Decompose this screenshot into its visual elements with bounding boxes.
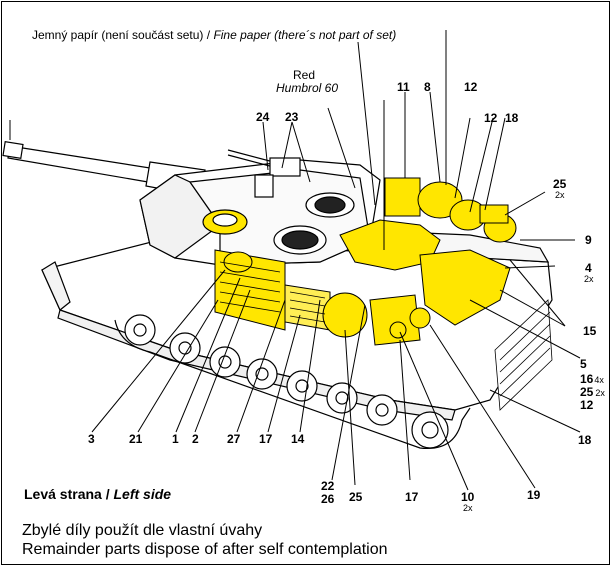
side-label: Levá strana / Left side: [24, 486, 171, 502]
callout-23: 23: [285, 110, 299, 124]
callout-4-qty: 2x: [584, 274, 594, 284]
callout-5: 5: [580, 357, 587, 371]
callout-9: 9: [585, 233, 592, 247]
callout-25-side-label: 25: [580, 385, 594, 399]
callout-17-left: 17: [259, 432, 273, 446]
callout-26: 26: [321, 492, 335, 506]
callout-25-bottom: 25: [349, 490, 363, 504]
callout-2: 2: [192, 432, 199, 446]
callout-12-mid: 12: [484, 111, 498, 125]
side-label-cz: Levá strana /: [24, 486, 110, 502]
fine-paper-note: Jemný papír (není součást setu) / Fine p…: [32, 28, 396, 42]
fine-paper-note-cz: Jemný papír (není součást setu) /: [32, 28, 211, 42]
callout-11: 11: [397, 80, 410, 94]
callout-17-right: 17: [405, 490, 419, 504]
callout-16: 164x: [580, 372, 604, 386]
callout-1: 1: [172, 432, 179, 446]
callout-18-bottom: 18: [578, 433, 592, 447]
roof-machine-gun: [227, 149, 301, 198]
box-stripes: [219, 261, 326, 323]
side-label-en: Left side: [113, 486, 172, 502]
callout-14: 14: [291, 432, 305, 446]
callout-27: 27: [227, 432, 241, 446]
footer-line-cz: Zbylé díly použít dle vlastní úvahy: [22, 522, 263, 539]
callout-21: 21: [129, 432, 143, 446]
callout-8: 8: [424, 80, 431, 94]
callout-18-top: 18: [505, 111, 519, 125]
paint-color-label: Red: [293, 68, 316, 82]
callout-10: 10: [461, 490, 475, 504]
callout-24: 24: [256, 110, 270, 124]
fine-paper-note-en: Fine paper (there´s not part of set): [213, 28, 397, 42]
callout-12-side: 12: [580, 398, 594, 412]
callout-19: 19: [527, 488, 541, 502]
callout-15: 15: [583, 324, 597, 338]
callout-4: 4: [585, 261, 592, 275]
leader-lines: [9, 30, 581, 491]
callout-22: 22: [321, 479, 335, 493]
rear-grille: [494, 299, 553, 411]
callout-25-top-qty: 2x: [555, 190, 565, 200]
callout-16-qty: 4x: [594, 375, 604, 385]
highlighted-parts: [214, 177, 517, 346]
callout-16-label: 16: [580, 372, 594, 386]
hatches: [202, 192, 355, 255]
callout-12-top: 12: [464, 80, 478, 94]
callout-25-top: 25: [553, 177, 567, 191]
callout-3: 3: [88, 432, 95, 446]
paint-brand-label: Humbrol 60: [276, 81, 339, 95]
callout-10-qty: 2x: [463, 503, 473, 513]
callout-25-side-qty: 2x: [595, 388, 605, 398]
track: [114, 319, 471, 450]
footer-line-en: Remainder parts dispose of after self co…: [22, 541, 388, 558]
